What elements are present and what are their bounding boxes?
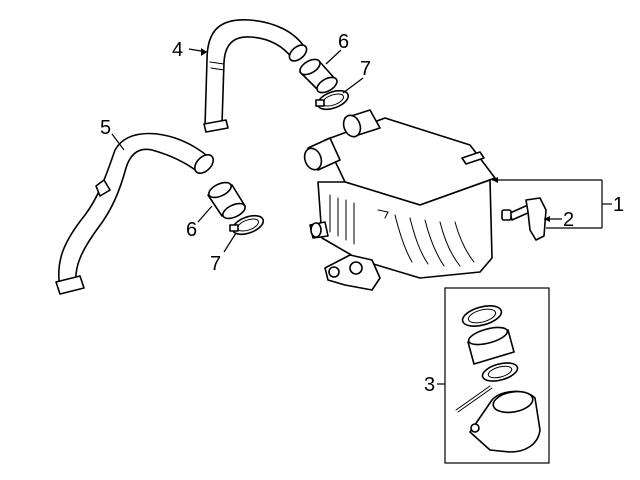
callout-6-lower: 6 xyxy=(186,219,197,241)
callout-3: 3 xyxy=(424,374,435,396)
callout-7-upper: 7 xyxy=(360,58,371,80)
coupler-upper xyxy=(299,58,338,94)
arrow-head xyxy=(201,48,207,56)
leader-lines xyxy=(111,48,612,385)
lower-hose xyxy=(55,132,215,295)
callout-2: 2 xyxy=(563,209,574,231)
callout-1: 1 xyxy=(613,194,624,216)
callout-4: 4 xyxy=(172,39,183,61)
arrow-head xyxy=(544,216,550,222)
callout-5: 5 xyxy=(100,117,111,139)
sensor xyxy=(501,197,547,241)
coupler-lower xyxy=(207,181,246,220)
arrow-head xyxy=(492,177,498,183)
intercooler xyxy=(303,109,496,291)
callout-7-lower: 7 xyxy=(210,253,221,275)
clamp-upper xyxy=(315,89,350,111)
upper-hose xyxy=(203,19,308,133)
repair-kit xyxy=(444,287,550,464)
callout-6-upper: 6 xyxy=(338,31,349,53)
clamp-lower xyxy=(229,214,265,236)
